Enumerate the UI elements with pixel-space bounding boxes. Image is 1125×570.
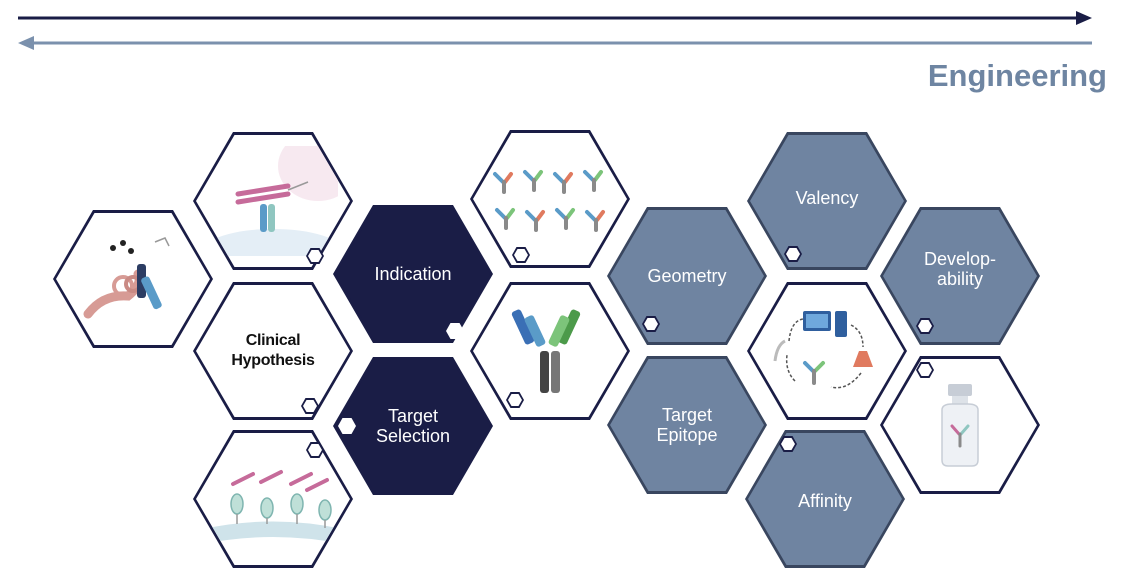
hex-developability-marker (916, 318, 934, 334)
engineering-heading: Engineering (927, 58, 1107, 93)
antibody-library-icon (493, 170, 605, 232)
hex-antibody-library (470, 130, 630, 268)
hex-cell-binding-marker (306, 248, 324, 264)
computational-design-cycle-icon (773, 311, 873, 389)
geometry-label: Geometry (647, 266, 727, 286)
hex-affinity: Affinity (745, 430, 905, 568)
hex-drug-vial-marker (916, 362, 934, 378)
process-arrows (18, 11, 1092, 50)
clinical-hypothesis-label: Clinical Hypothesis (231, 332, 315, 369)
hex-membrane-receptors-marker (306, 442, 324, 458)
hex-bispecific-antibody-marker (506, 392, 524, 408)
hex-clinical-hypothesis-marker (301, 398, 319, 414)
bispecific-antibody-icon (511, 309, 581, 393)
hex-cell-binding (193, 132, 353, 270)
hex-affinity-marker (779, 436, 797, 452)
backward-arrow (18, 36, 1092, 50)
hex-target-epitope: Target Epitope (607, 356, 767, 494)
membrane-receptors-icon (203, 470, 343, 544)
valency-label: Valency (795, 188, 859, 208)
hex-developability: Develop-ability (880, 207, 1040, 345)
hex-clinical-hypothesis: Clinical Hypothesis (193, 282, 353, 420)
antibody-cell-surface-icon (208, 146, 338, 256)
indication-label: Indication (374, 264, 452, 284)
forward-arrow (18, 11, 1092, 25)
hex-membrane-receptors (193, 430, 353, 568)
hex-indication: Indication (333, 205, 493, 343)
target-selection-label: Target Selection (375, 406, 451, 446)
affinity-label: Affinity (798, 491, 852, 511)
hex-antibody-library-marker (512, 247, 530, 263)
hex-geometry: Geometry (607, 207, 767, 345)
hex-computational-design (747, 282, 907, 420)
hex-immune-cell (53, 210, 213, 348)
drug-vial-icon (941, 384, 979, 467)
hex-bispecific-antibody (470, 282, 630, 420)
hex-target-selection: Target Selection (333, 357, 493, 495)
antibody-binding-receptor-icon (83, 237, 170, 319)
hex-target-selection-marker (338, 418, 356, 434)
hex-geometry-marker (642, 316, 660, 332)
developability-label: Develop-ability (923, 249, 997, 289)
target-epitope-label: Target Epitope (656, 405, 718, 445)
hex-valency-marker (784, 246, 802, 262)
hex-indication-marker (446, 323, 464, 339)
hex-drug-vial (880, 356, 1040, 494)
hex-valency: Valency (747, 132, 907, 270)
